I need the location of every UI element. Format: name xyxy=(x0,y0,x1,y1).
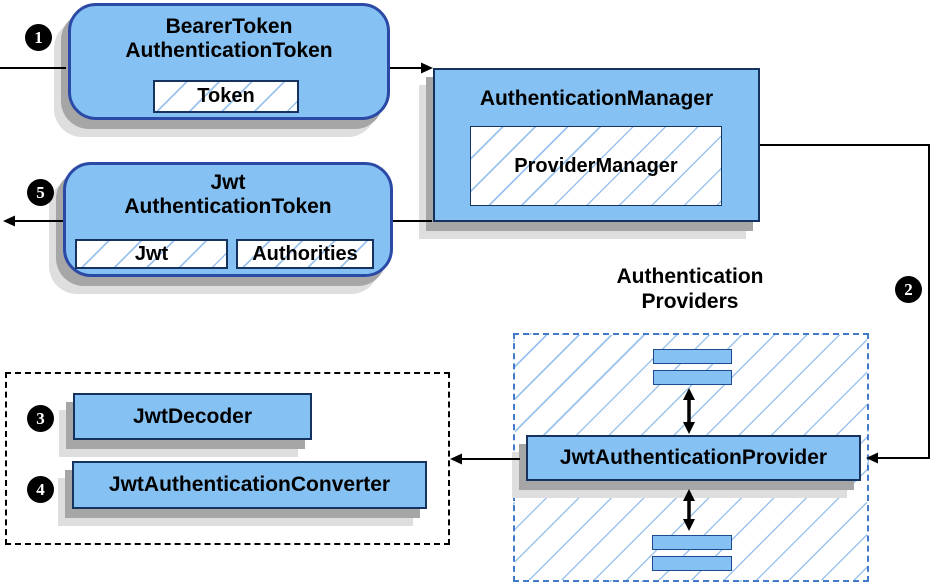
arrowhead-outgoing-result xyxy=(3,215,15,227)
provider-manager-field: ProviderManager xyxy=(470,126,722,206)
arrowhead-into-jwt-authentication-provider xyxy=(866,452,878,464)
provider-slot-top-1 xyxy=(653,349,732,364)
arrowhead-into-decoder-group xyxy=(450,453,462,465)
node-authentication-manager: AuthenticationManager ProviderManager xyxy=(433,68,760,222)
arrowhead-into-authentication-manager xyxy=(421,62,433,74)
bearer-token-title-line1: BearerToken xyxy=(165,15,293,38)
step-badge-5: 5 xyxy=(27,179,54,206)
jwt-authentication-converter-title: JwtAuthenticationConverter xyxy=(108,473,391,496)
node-jwt-decoder: JwtDecoder xyxy=(73,393,312,440)
jwt-authentication-token-title: Jwt AuthenticationToken xyxy=(66,171,390,219)
node-jwt-authentication-token: Jwt AuthenticationToken Jwt Authorities xyxy=(63,162,393,277)
jwt-authentication-token-title-line1: Jwt xyxy=(210,171,246,194)
jwt-field: Jwt xyxy=(75,239,228,269)
authentication-providers-label: Authentication Providers xyxy=(565,264,815,314)
step-badge-3: 3 xyxy=(27,405,54,432)
double-arrowhead-bottom-up xyxy=(683,489,695,501)
authentication-manager-title: AuthenticationManager xyxy=(479,87,714,110)
arrow-to-jwt-authentication-provider-line xyxy=(760,144,930,459)
step-badge-1: 1 xyxy=(25,24,52,51)
provider-slot-bottom-2 xyxy=(652,556,732,571)
provider-slot-bottom-1 xyxy=(652,535,732,550)
bearer-token-title-line2: AuthenticationToken xyxy=(125,39,333,62)
bearer-token-title: BearerToken AuthenticationToken xyxy=(71,15,387,63)
authentication-providers-label-line1: Authentication xyxy=(616,265,764,288)
step-badge-4: 4 xyxy=(27,476,54,503)
node-jwt-authentication-provider: JwtAuthenticationProvider xyxy=(526,435,861,481)
double-arrowhead-top-down xyxy=(683,422,695,434)
token-field: Token xyxy=(153,80,299,113)
authentication-providers-label-line2: Providers xyxy=(641,290,739,313)
double-arrowhead-bottom-down xyxy=(683,519,695,531)
jwt-authentication-token-title-line2: AuthenticationToken xyxy=(124,195,332,218)
jwt-decoder-title: JwtDecoder xyxy=(132,404,253,428)
double-arrowhead-top-up xyxy=(683,388,695,400)
node-bearer-token-authentication-token: BearerToken AuthenticationToken Token xyxy=(68,3,390,120)
step-badge-2: 2 xyxy=(895,276,922,303)
authorities-field: Authorities xyxy=(236,239,374,269)
node-jwt-authentication-converter: JwtAuthenticationConverter xyxy=(72,461,427,509)
provider-slot-top-2 xyxy=(653,370,732,385)
jwt-authentication-provider-title: JwtAuthenticationProvider xyxy=(559,446,828,469)
